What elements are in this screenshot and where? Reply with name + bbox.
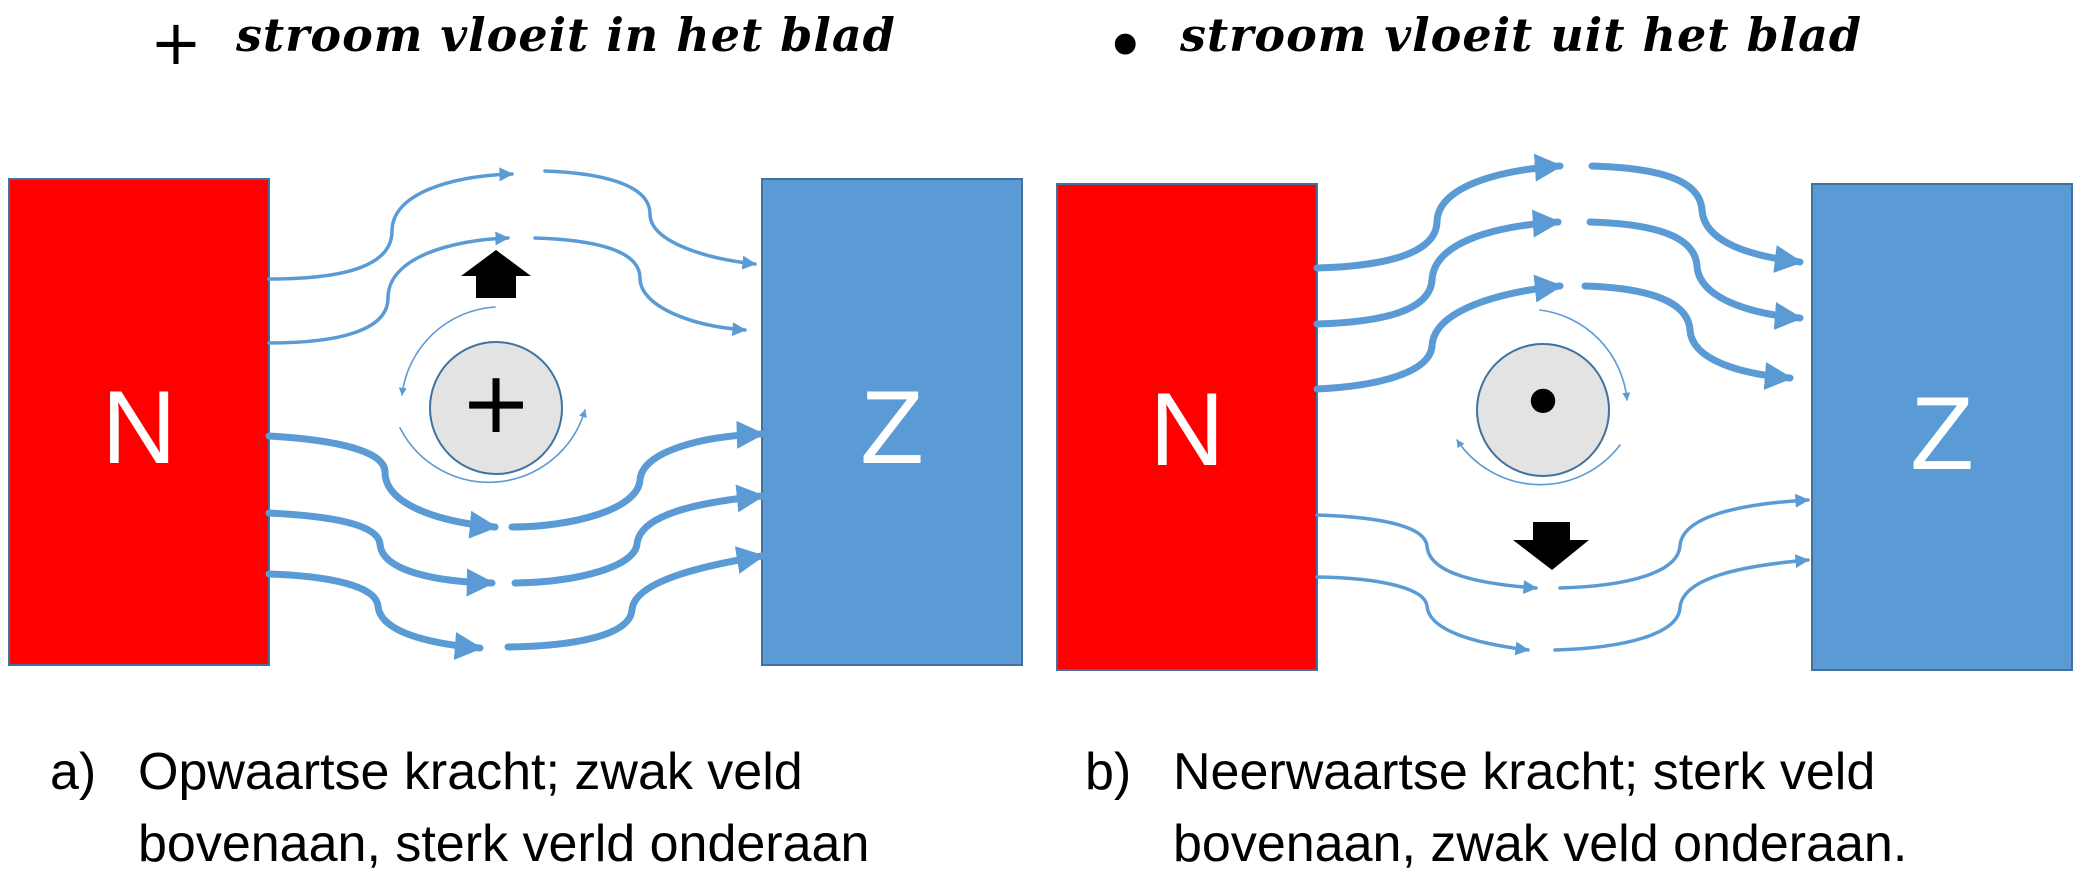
panel-a: N Z + — [8, 167, 1023, 666]
field-line-top-1-left — [267, 167, 514, 281]
caption-a-line-2: bovenaan, sterk verld onderaan — [138, 815, 870, 873]
caption-b-line-2: bovenaan, zwak veld onderaan. — [1173, 815, 1908, 873]
circular-field-right-arc — [1539, 309, 1631, 401]
field-line-bottom-1-right — [1558, 493, 1810, 590]
field-line-top-2-left — [267, 231, 510, 345]
field-line-bottom-2-left — [265, 509, 496, 597]
current-out-of-page-symbol: • — [1104, 4, 1147, 88]
conductor-symbol: • — [1518, 354, 1568, 452]
field-line-bottom-2-left — [1315, 575, 1530, 656]
caption-b-line-1: Neerwaartse kracht; sterk veld — [1173, 743, 1876, 801]
caption-b-marker: b) — [1085, 743, 1132, 801]
current-into-page-symbol: + — [150, 6, 202, 79]
field-line-bottom-1-right — [508, 420, 766, 531]
panel-b: N Z • — [1056, 153, 2073, 671]
field-line-bottom-1-left — [265, 432, 499, 539]
south-pole-magnet — [1811, 183, 2073, 671]
north-pole-magnet — [8, 178, 270, 666]
south-pole-label: Z — [860, 370, 924, 486]
downward-force-arrow — [1513, 522, 1589, 570]
legend-into-page-text: stroom vloeit in het blad — [236, 8, 896, 62]
field-line-top-2-left — [1313, 209, 1562, 328]
field-line-bottom-1-left — [1315, 513, 1538, 595]
field-line-top-3-right — [1581, 282, 1794, 390]
circular-field-left-arc — [398, 306, 496, 396]
caption-a-marker: a) — [50, 743, 97, 801]
legend-out-of-page-text: stroom vloeit uit het blad — [1180, 8, 1863, 62]
field-line-top-2-right — [1586, 218, 1804, 330]
caption-a-line-1: Opwaartse kracht; zwak veld — [138, 743, 803, 801]
field-line-top-3-left — [1313, 274, 1564, 393]
conductor-symbol: + — [460, 353, 532, 453]
south-pole-magnet — [761, 178, 1023, 666]
upward-force-arrow — [461, 250, 531, 298]
conductor-current-out-of-page — [1476, 343, 1610, 477]
field-line-top-1-right — [543, 169, 757, 270]
north-pole-label: N — [1149, 372, 1224, 488]
north-pole-label: N — [101, 370, 176, 486]
circular-field-left-arc — [1456, 439, 1621, 486]
field-line-top-1-left — [1313, 153, 1564, 272]
field-line-top-1-right — [1588, 162, 1804, 273]
conductor-current-into-page — [429, 341, 563, 475]
south-pole-label: Z — [1910, 376, 1974, 492]
north-pole-magnet — [1056, 183, 1318, 671]
field-line-bottom-3-right — [504, 546, 766, 651]
field-line-bottom-2-right — [511, 484, 766, 587]
magnetic-force-diagram: N Z + N Z — [8, 153, 2073, 671]
field-line-bottom-2-right — [1553, 554, 1810, 652]
field-line-bottom-3-left — [265, 570, 484, 660]
circular-field-right-arc — [399, 409, 587, 484]
field-line-top-2-right — [533, 236, 747, 337]
